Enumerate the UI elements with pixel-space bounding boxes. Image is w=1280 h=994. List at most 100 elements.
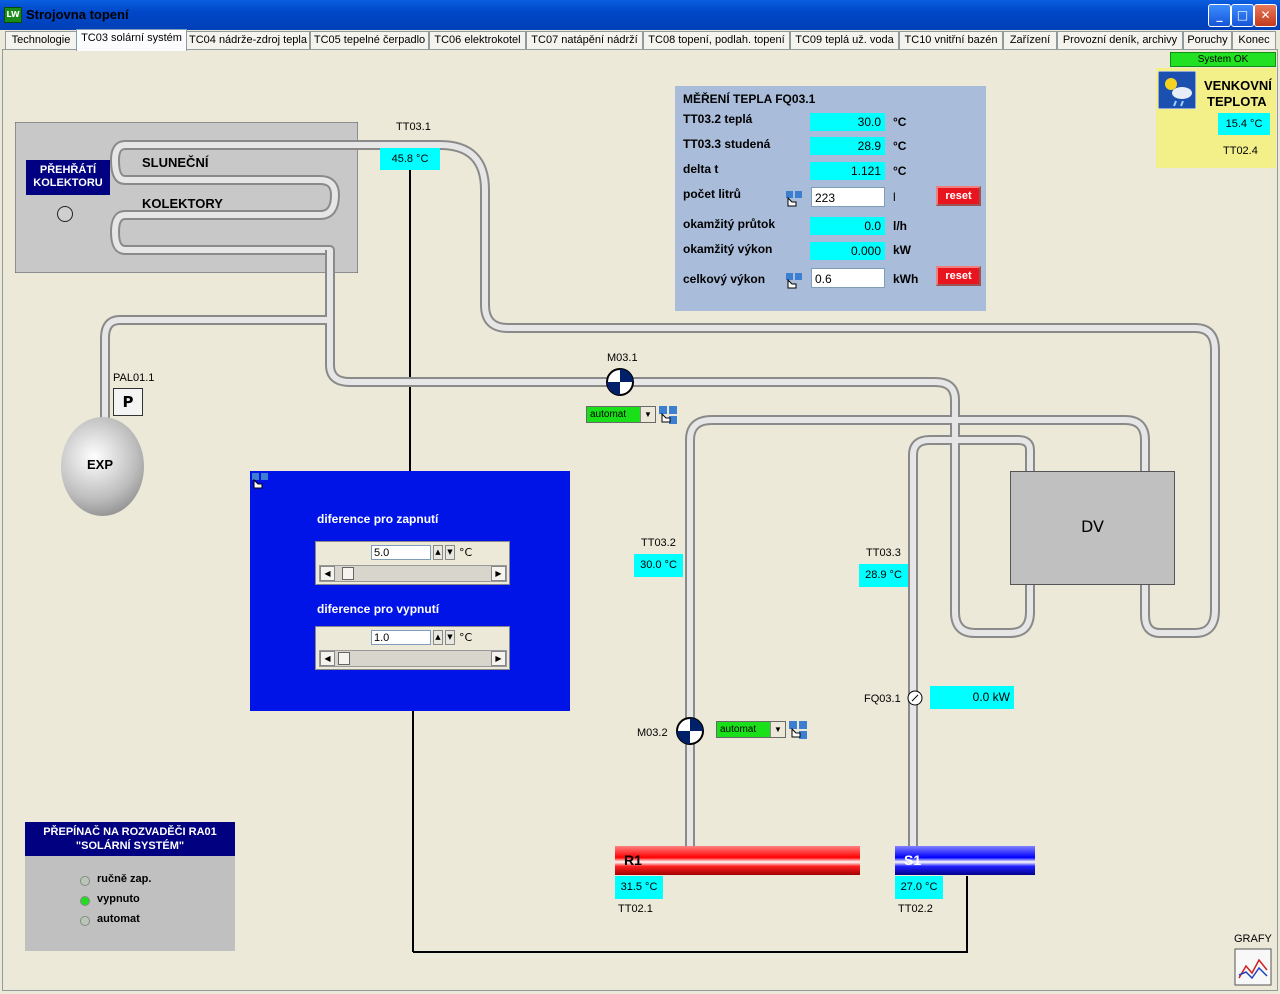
switch-title-line-1: PŘEPÍNAČ NA ROZVADĚČI RA01: [43, 826, 217, 838]
on-diff-control: 5.0 ▲ ▼ °C ◀ ▶: [315, 541, 510, 585]
graph-chart-icon[interactable]: [1234, 948, 1272, 986]
warm-unit: °C: [893, 115, 907, 129]
tab-tc08[interactable]: TC08 topení, podlah. topení: [643, 31, 790, 49]
weather-icon: [1158, 71, 1196, 109]
collector-label-1: SLUNEČNÍ: [142, 155, 209, 170]
delta-label: delta t: [683, 162, 719, 176]
switch-option-auto: automat: [97, 913, 140, 925]
tt033-value: 28.9 °C: [859, 564, 908, 587]
m031-mode-select[interactable]: automat ▼: [586, 406, 656, 423]
total-label: celkový výkon: [683, 272, 766, 286]
off-diff-slider[interactable]: ◀ ▶: [319, 650, 507, 667]
collector-background: [15, 122, 358, 273]
collector-label-2: KOLEKTORY: [142, 196, 223, 211]
overheat-line-2: KOLEKTORU: [33, 177, 103, 189]
on-diff-label: diference pro zapnutí: [317, 512, 439, 526]
flow-label: okamžitý průtok: [683, 217, 776, 231]
on-diff-slider-thumb[interactable]: [342, 567, 355, 580]
tt032-tag: TT03.2: [641, 537, 676, 549]
total-input[interactable]: 0.6: [811, 268, 885, 288]
power-unit: kW: [893, 243, 911, 257]
m032-tag: M03.2: [637, 727, 668, 739]
hand-edit-icon[interactable]: [251, 472, 271, 490]
spin-up-icon[interactable]: ▲: [433, 630, 443, 645]
off-diff-input[interactable]: 1.0: [371, 630, 431, 645]
off-diff-unit: °C: [459, 631, 473, 644]
scroll-right-icon[interactable]: ▶: [491, 651, 506, 666]
cold-value: 28.9: [810, 137, 885, 155]
scroll-right-icon[interactable]: ▶: [491, 566, 506, 581]
tab-provozni-denik[interactable]: Provozní deník, archivy: [1057, 31, 1183, 49]
close-button[interactable]: ✕: [1254, 4, 1277, 27]
hand-edit-icon[interactable]: [788, 720, 810, 740]
spin-up-icon[interactable]: ▲: [433, 545, 443, 560]
tab-tc07[interactable]: TC07 natápění nádrží: [526, 31, 643, 49]
minimize-button[interactable]: _: [1208, 4, 1231, 27]
delta-value: 1.121: [810, 162, 885, 180]
heat-exchanger-dv: DV: [1010, 471, 1175, 585]
flow-meter-icon: [907, 690, 923, 706]
expansion-label: EXP: [87, 457, 114, 472]
overheat-led: [57, 206, 73, 222]
pump-m032-icon[interactable]: [675, 716, 705, 746]
tt031-value: 45.8 °C: [380, 148, 440, 170]
tab-poruchy[interactable]: Poruchy: [1183, 31, 1232, 49]
signal-lines: [409, 165, 968, 953]
power-value: 0.000: [810, 242, 885, 260]
tab-tc09[interactable]: TC09 teplá už. voda: [790, 31, 899, 49]
switch-panel-title: PŘEPÍNAČ NA ROZVADĚČI RA01 "SOLÁRNÍ SYST…: [25, 822, 235, 856]
switch-title-line-2: "SOLÁRNÍ SYSTÉM": [75, 840, 185, 852]
power-label: okamžitý výkon: [683, 242, 773, 256]
total-unit: kWh: [893, 272, 919, 286]
spin-down-icon[interactable]: ▼: [445, 545, 455, 560]
switch-option-manual: ručně zap.: [97, 873, 152, 885]
led-manual-on: [80, 876, 90, 886]
warm-value: 30.0: [810, 113, 885, 131]
warm-label: TT03.2 teplá: [683, 112, 753, 126]
measurement-title: MĚŘENÍ TEPLA FQ03.1: [683, 92, 816, 106]
flow-value: 0.0: [810, 217, 885, 235]
on-diff-input[interactable]: 5.0: [371, 545, 431, 560]
off-diff-slider-thumb[interactable]: [337, 652, 350, 665]
scroll-left-icon[interactable]: ◀: [320, 566, 335, 581]
chevron-down-icon: ▼: [640, 407, 655, 422]
tab-tc04[interactable]: TC04 nádrže-zdroj tepla: [186, 31, 310, 49]
tt031-tag: TT03.1: [396, 121, 431, 133]
cold-unit: °C: [893, 139, 907, 153]
chevron-down-icon: ▼: [770, 722, 785, 737]
hand-edit-icon[interactable]: [785, 190, 805, 210]
outdoor-value: 15.4 °C: [1218, 113, 1270, 135]
tab-konec[interactable]: Konec: [1232, 31, 1276, 49]
liters-reset-button[interactable]: reset: [936, 186, 981, 206]
scroll-left-icon[interactable]: ◀: [320, 651, 335, 666]
switch-option-off: vypnuto: [97, 893, 140, 905]
pump-m031-icon[interactable]: [605, 367, 635, 397]
flow-unit: l/h: [893, 219, 907, 233]
hand-edit-icon[interactable]: [658, 405, 680, 425]
tt021-value: 31.5 °C: [615, 876, 663, 899]
spin-down-icon[interactable]: ▼: [445, 630, 455, 645]
tt022-tag: TT02.2: [898, 903, 933, 915]
tab-tc10[interactable]: TC10 vnitřní bazén: [899, 31, 1003, 49]
tab-tc05[interactable]: TC05 tepelné čerpadlo: [310, 31, 429, 49]
total-reset-button[interactable]: reset: [936, 266, 981, 286]
app-icon: LW: [4, 7, 22, 23]
hand-edit-icon[interactable]: [785, 272, 805, 292]
m032-mode-select[interactable]: automat ▼: [716, 721, 786, 738]
on-diff-slider[interactable]: ◀ ▶: [319, 565, 507, 582]
m031-mode-value: automat: [590, 409, 627, 420]
maximize-button[interactable]: □: [1231, 4, 1254, 27]
graphs-label: GRAFY: [1234, 933, 1272, 945]
overheat-line-1: PŘEHŘÁTÍ: [39, 164, 97, 176]
collector-outlet-pipes: [325, 140, 365, 280]
tab-zarizeni[interactable]: Zařízení: [1003, 31, 1057, 49]
tank-r1: [615, 846, 860, 875]
tt021-tag: TT02.1: [618, 903, 653, 915]
outdoor-title-1: VENKOVNÍ: [1204, 78, 1272, 93]
tt022-value: 27.0 °C: [895, 876, 943, 899]
liters-input[interactable]: 223: [811, 187, 885, 207]
expansion-vessel: [61, 417, 144, 516]
tab-tc06[interactable]: TC06 elektrokotel: [429, 31, 526, 49]
pressure-switch: P: [113, 388, 143, 416]
led-auto: [80, 916, 90, 926]
